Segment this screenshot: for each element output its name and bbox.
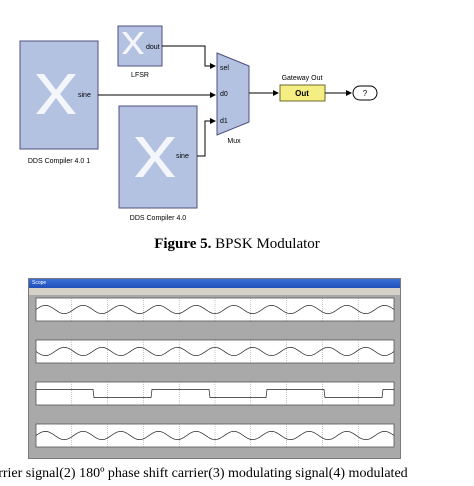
- scope-trace-1: [35, 305, 395, 314]
- terminator-text: ?: [363, 89, 368, 98]
- mux-block[interactable]: sel d0 d1: [216, 52, 250, 136]
- dds2-block-label: DDS Compiler 4.0: [130, 215, 187, 222]
- gateway-out-block[interactable]: Out: [279, 84, 326, 102]
- wire-dds2-d1: [197, 118, 216, 157]
- scope-title-text: Scope: [32, 280, 47, 286]
- bottom-caption: arrier signal(2) 180º phase shift carrie…: [0, 466, 408, 481]
- scope-trace-2: [35, 347, 395, 356]
- dds1-port-label: sine: [78, 92, 91, 99]
- terminator-block[interactable]: ?: [352, 85, 378, 101]
- scope-panel-2: [35, 339, 395, 364]
- figure-5-caption: Figure 5. BPSK Modulator: [0, 236, 474, 253]
- gateway-out-label: Gateway Out: [282, 75, 323, 82]
- gateway-out-text: Out: [295, 89, 309, 98]
- mux-port-sel: sel: [220, 65, 229, 72]
- scope-panel-4: [35, 423, 395, 448]
- mux-block-label: Mux: [227, 138, 241, 145]
- scope-plots: [35, 297, 395, 448]
- scope-trace-3: [36, 389, 394, 398]
- simulink-diagram: sine DDS Compiler 4.0 1 dout LFSR sine D…: [19, 25, 378, 222]
- lfsr-block-label: LFSR: [131, 72, 149, 79]
- dds-compiler-2-block[interactable]: sine: [118, 105, 198, 209]
- scope-panel-3: [35, 381, 395, 406]
- dds-compiler-1-block[interactable]: sine: [19, 40, 99, 150]
- lfsr-port-label: dout: [146, 44, 160, 51]
- signal-wires: [98, 45, 352, 157]
- dds2-port-label: sine: [176, 153, 189, 160]
- scope-trace-4: [35, 431, 395, 440]
- mux-port-d0: d0: [220, 91, 228, 98]
- scope-panel-1: [35, 297, 395, 322]
- figure-number: Figure 5.: [154, 236, 212, 252]
- scope-window[interactable]: Scope: [28, 278, 401, 459]
- wire-lfsr-sel: [162, 45, 216, 69]
- figure-title: BPSK Modulator: [215, 236, 320, 252]
- scope-title-bar[interactable]: Scope: [29, 279, 400, 288]
- lfsr-block[interactable]: dout: [117, 25, 163, 67]
- mux-port-d1: d1: [220, 118, 228, 125]
- scope-toolbar[interactable]: [29, 288, 400, 295]
- dds1-block-label: DDS Compiler 4.0 1: [28, 158, 90, 165]
